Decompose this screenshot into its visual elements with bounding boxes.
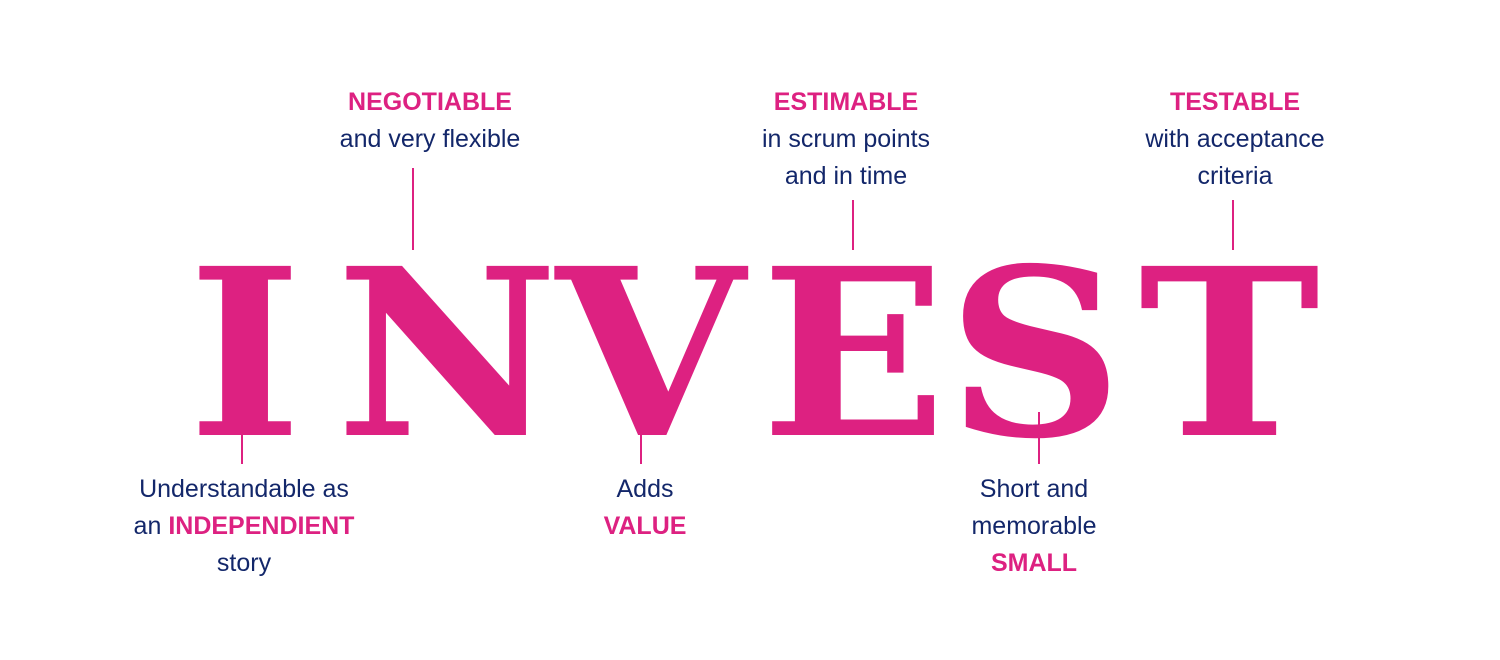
valuable-line1: Adds [616, 475, 674, 503]
label-testable: TESTABLE with acceptance criteria [1085, 84, 1385, 195]
testable-keyword: TESTABLE [1169, 88, 1301, 116]
connector-testable [1232, 200, 1234, 250]
connector-independent [241, 412, 243, 464]
label-independent: Understandable as an INDEPENDIENT story [94, 471, 394, 582]
label-small: Short and memorable SMALL [884, 471, 1184, 582]
letter-n: N [335, 217, 559, 490]
valuable-keyword: VALUE [603, 512, 687, 540]
estimable-line1: in scrum points [761, 125, 931, 153]
connector-valuable [640, 412, 642, 464]
small-line1: Short and [979, 475, 1089, 503]
negotiable-line1: and very flexible [339, 125, 521, 153]
independent-keyword: INDEPENDIENT [168, 512, 355, 540]
small-line2: memorable [971, 512, 1097, 540]
testable-line2: criteria [1197, 162, 1273, 190]
connector-negotiable [412, 168, 414, 250]
independent-line3: story [216, 549, 272, 577]
label-valuable: Adds VALUE [495, 471, 795, 545]
small-keyword: SMALL [990, 549, 1078, 577]
letter-t: T [1138, 217, 1321, 490]
independent-line2-prefix: an [133, 512, 169, 540]
testable-line1: with acceptance [1145, 125, 1325, 153]
connector-estimable [852, 200, 854, 250]
estimable-line2: and in time [784, 162, 908, 190]
letter-i: I [188, 217, 302, 490]
independent-line1: Understandable as [139, 475, 349, 503]
estimable-keyword: ESTIMABLE [773, 88, 919, 116]
label-negotiable: NEGOTIABLE and very flexible [280, 84, 580, 158]
label-estimable: ESTIMABLE in scrum points and in time [696, 84, 996, 195]
letter-s: S [947, 217, 1123, 490]
connector-small [1038, 412, 1040, 464]
letter-e: E [760, 217, 947, 490]
negotiable-keyword: NEGOTIABLE [348, 88, 512, 116]
letter-v: V [555, 217, 745, 490]
